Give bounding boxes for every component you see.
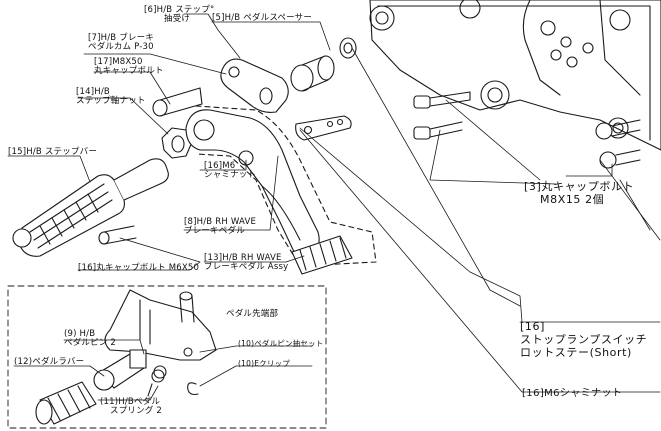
detail-pedal-arm-tip (104, 289, 217, 361)
label-pedal-rubber: (12)ペダルラバー (14, 357, 85, 367)
stop-lamp-rod-stay (295, 115, 352, 141)
bolt-right-lower (599, 149, 641, 169)
detail-pedal-pin-top (179, 291, 195, 323)
label-e-clip: (10)Eクリップ (238, 359, 290, 368)
pedal-rubber-small (291, 235, 353, 275)
detail-pedal-pin (93, 349, 147, 391)
label-bolt-m6x50: [16]丸キャップボルト M6X50 (78, 263, 200, 273)
label-step-shaft-bearing: [6]H/B ステップ°抽受け (144, 5, 215, 24)
label-pedal-spacer: [5]H/B ペダルスペーサー (212, 13, 313, 23)
pedal-spacer (290, 55, 335, 92)
detail-pedal-rubber (35, 381, 97, 425)
detail-spring (147, 365, 167, 397)
leader-lines (7, 13, 661, 393)
bolt-m8x15-lower (413, 121, 463, 140)
label-pedal-spring: (11)H/Bペダルスプリング 2 (100, 397, 163, 416)
bolt-m8x50 (152, 87, 203, 117)
detail-leader-lines (13, 339, 313, 401)
step-bar (12, 158, 169, 257)
detail-e-clip (187, 382, 199, 396)
label-pedal-tip-detail: ペダル先端部 (226, 309, 279, 319)
label-step-bar: [15]H/B ステップバー (8, 147, 98, 157)
pedal-assy-dashed-outline (195, 105, 377, 267)
bolt-m6x50 (98, 225, 137, 245)
step-shaft-nut (161, 127, 193, 159)
washer (339, 37, 357, 59)
label-stop-lamp-rod-stay: [16]ストップランプスイッチロットステー(Short) (520, 320, 648, 359)
label-brake-pedal-cam: [7]H/B ブレーキペダルカム P-30 (88, 33, 155, 52)
brake-pedal-cam (220, 58, 289, 113)
label-pedal-pin-set: (10)ペダルピン抽セット (238, 339, 324, 348)
label-m6-nut-large: [16]M6シャミナット (522, 388, 623, 399)
rear-set-bracket-plate (369, 0, 661, 151)
bolt-right-upper (595, 119, 641, 140)
